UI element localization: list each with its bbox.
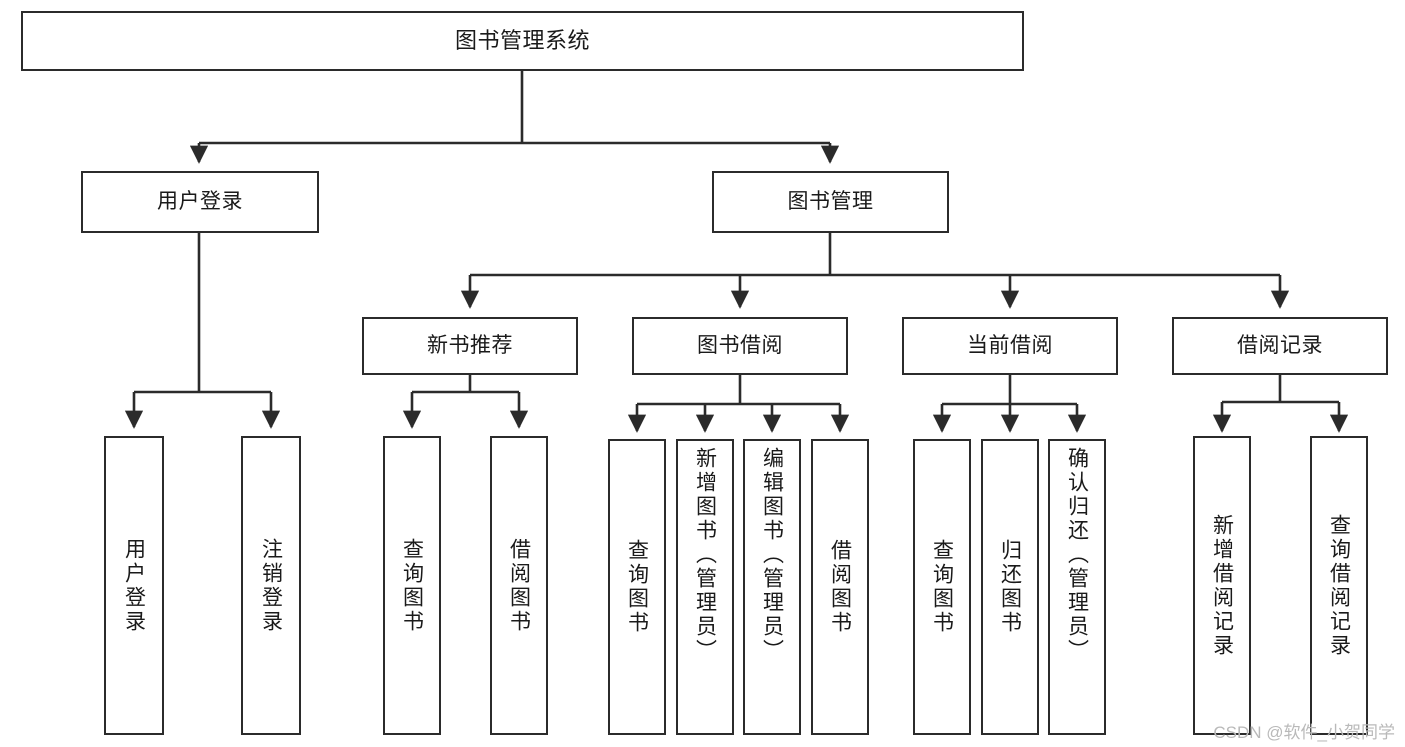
node-book-manage-label: 图书管理 xyxy=(787,189,874,213)
node-current-borrow-label: 当前借阅 xyxy=(967,333,1053,357)
node-root-label: 图书管理系统 xyxy=(454,28,590,54)
node-leaf-query-book-2[interactable]: 查询图书 xyxy=(608,439,666,735)
node-new-book-rec-label: 新书推荐 xyxy=(427,333,513,357)
node-leaf-add-book[interactable]: 新增图书（管理员） xyxy=(676,439,734,735)
node-leaf-user-login[interactable]: 用户登录 xyxy=(104,436,164,735)
node-leaf-user-login-label: 用户登录 xyxy=(122,537,146,634)
node-leaf-borrow-book-2-label: 借阅图书 xyxy=(828,539,852,635)
node-leaf-add-record-label: 新增借阅记录 xyxy=(1210,513,1234,658)
node-leaf-borrow-book-2[interactable]: 借阅图书 xyxy=(811,439,869,735)
node-leaf-query-book-2-label: 查询图书 xyxy=(625,539,649,635)
node-leaf-confirm-return[interactable]: 确认归还（管理员） xyxy=(1048,439,1106,735)
node-user-login-label: 用户登录 xyxy=(157,189,243,213)
node-leaf-confirm-return-label: 确认归还（管理员） xyxy=(1065,447,1089,663)
node-borrow-record-label: 借阅记录 xyxy=(1237,333,1323,357)
node-leaf-return-book[interactable]: 归还图书 xyxy=(981,439,1039,735)
node-leaf-add-book-label: 新增图书（管理员） xyxy=(693,447,717,663)
node-leaf-query-book-1[interactable]: 查询图书 xyxy=(383,436,441,735)
node-borrow-record[interactable]: 借阅记录 xyxy=(1172,317,1388,375)
node-leaf-borrow-book-1-label: 借阅图书 xyxy=(507,537,531,634)
node-leaf-logout-label: 注销登录 xyxy=(259,537,283,634)
node-leaf-query-book-3-label: 查询图书 xyxy=(930,539,954,635)
node-current-borrow[interactable]: 当前借阅 xyxy=(902,317,1118,375)
node-user-login[interactable]: 用户登录 xyxy=(81,171,319,233)
node-leaf-edit-book-label: 编辑图书（管理员） xyxy=(760,447,784,663)
node-leaf-add-record[interactable]: 新增借阅记录 xyxy=(1193,436,1251,735)
node-leaf-query-book-1-label: 查询图书 xyxy=(400,537,424,634)
node-leaf-edit-book[interactable]: 编辑图书（管理员） xyxy=(743,439,801,735)
node-leaf-logout[interactable]: 注销登录 xyxy=(241,436,301,735)
node-book-borrow-label: 图书借阅 xyxy=(697,333,783,357)
node-book-borrow[interactable]: 图书借阅 xyxy=(632,317,848,375)
node-root[interactable]: 图书管理系统 xyxy=(21,11,1024,71)
node-leaf-query-record-label: 查询借阅记录 xyxy=(1327,513,1351,658)
node-new-book-rec[interactable]: 新书推荐 xyxy=(362,317,578,375)
node-leaf-query-book-3[interactable]: 查询图书 xyxy=(913,439,971,735)
node-leaf-return-book-label: 归还图书 xyxy=(998,539,1022,635)
node-leaf-borrow-book-1[interactable]: 借阅图书 xyxy=(490,436,548,735)
node-leaf-query-record[interactable]: 查询借阅记录 xyxy=(1310,436,1368,735)
watermark: CSDN @软件_小贺同学 xyxy=(1213,723,1395,742)
node-book-manage[interactable]: 图书管理 xyxy=(712,171,949,233)
